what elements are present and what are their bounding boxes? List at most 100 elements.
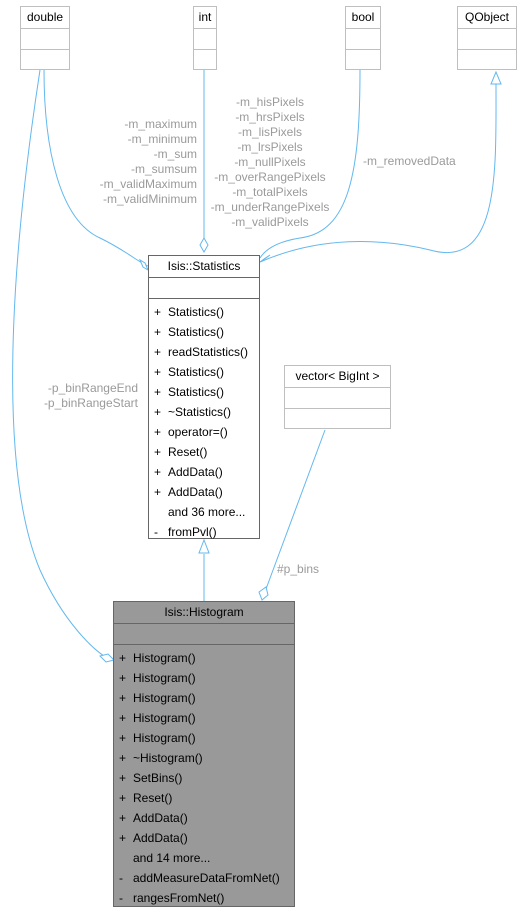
class-bool[interactable]: bool (345, 6, 381, 70)
operation-name: and 14 more... (133, 851, 211, 865)
visibility-marker: + (154, 365, 162, 379)
diamond-icon (259, 254, 271, 263)
attributes-section (346, 29, 380, 49)
operation-name: ~Histogram() (133, 751, 203, 765)
operation-item[interactable]: +SetBins() (119, 768, 294, 788)
operation-item[interactable]: and 14 more... (119, 848, 294, 868)
attributes-section (458, 29, 516, 49)
diamond-icon (258, 586, 269, 601)
divider (458, 49, 516, 50)
attributes-section (149, 278, 259, 298)
edge-label-double-statistics: -m_maximum-m_minimum-m_sum-m_sumsum-m_va… (92, 117, 197, 207)
visibility-marker: + (119, 811, 127, 825)
operation-name: Statistics() (168, 385, 225, 399)
edge-label-line: -m_hrsPixels (235, 110, 305, 124)
edge-label-line: -m_maximum (124, 117, 197, 131)
class-title: bool (351, 10, 375, 24)
operation-item[interactable]: +Histogram() (119, 688, 294, 708)
divider (458, 28, 516, 29)
operation-item[interactable]: -addMeasureDataFromNet() (119, 868, 294, 888)
diamond-icon (138, 258, 150, 272)
operation-item[interactable]: + readStatistics() (154, 342, 259, 362)
class-vector-bigint[interactable]: vector< BigInt > (284, 365, 391, 429)
visibility-marker: + (154, 405, 162, 419)
visibility-marker: + (154, 305, 162, 319)
edge-label-line: -m_nullPixels (234, 155, 306, 169)
edge-label-line: -m_validPixels (231, 215, 309, 229)
class-title: vector< BigInt > (295, 369, 380, 383)
class-title: QObject (464, 10, 509, 24)
operation-item[interactable]: +operator=() (154, 422, 259, 442)
edge-label-line: -m_hisPixels (235, 95, 304, 109)
operation-item[interactable]: +Histogram() (119, 728, 294, 748)
operation-item[interactable]: -rangesFromNet() (119, 888, 294, 908)
operation-item[interactable]: +Reset() (119, 788, 294, 808)
operation-name: and 36 more... (168, 505, 246, 519)
visibility-marker: - (119, 871, 123, 885)
visibility-marker: + (119, 771, 127, 785)
class-title: Isis::Statistics (167, 259, 241, 273)
edge-label-line: -m_removedData (363, 154, 456, 168)
operation-item[interactable]: +Statistics() (154, 302, 259, 322)
visibility-marker: + (119, 651, 127, 665)
edge-label-line: -m_validMinimum (102, 192, 197, 206)
operation-item[interactable]: -fromPvl() (154, 522, 259, 542)
operation-item[interactable]: +Statistics() (154, 322, 259, 342)
divider (149, 277, 259, 278)
operation-item[interactable]: + ~Histogram() (119, 748, 294, 768)
visibility-marker: + (154, 445, 162, 459)
edge-label-line: -p_binRangeEnd (47, 381, 138, 395)
operation-item[interactable]: +~Statistics() (154, 402, 259, 422)
operation-item[interactable]: +Statistics() (154, 362, 259, 382)
class-statistics[interactable]: Isis::Statistics +Statistics()+Statistic… (148, 255, 260, 539)
divider (194, 28, 216, 29)
operation-item[interactable]: +Statistics() (154, 382, 259, 402)
operation-item[interactable]: +Reset() (154, 442, 259, 462)
attributes-section (114, 624, 294, 644)
operation-name: Histogram() (133, 711, 196, 725)
class-double[interactable]: double (20, 6, 70, 70)
class-histogram[interactable]: Isis::Histogram +Histogram()+Histogram()… (113, 601, 295, 907)
visibility-marker: + (154, 345, 162, 359)
edge-label-line: -m_sumsum (130, 162, 197, 176)
visibility-marker: + (119, 831, 127, 845)
operation-name: rangesFromNet() (133, 891, 225, 905)
operation-item[interactable]: +Histogram() (119, 708, 294, 728)
visibility-marker: + (154, 465, 162, 479)
operation-item[interactable]: +Histogram() (119, 668, 294, 688)
edge-vector-histogram (265, 429, 326, 590)
operation-item[interactable]: +AddData() (119, 828, 294, 848)
edge-qobject-statistics (259, 83, 497, 263)
edge-label-line: -m_lisPixels (237, 125, 302, 139)
operation-item[interactable]: +AddData() (154, 482, 259, 502)
operation-name: addMeasureDataFromNet() (133, 871, 280, 885)
visibility-marker: - (119, 891, 123, 905)
operation-item[interactable]: and 36 more... (154, 502, 259, 522)
operations-list: +Histogram()+Histogram()+Histogram()+His… (114, 645, 294, 908)
class-title: Isis::Histogram (164, 605, 244, 619)
edge-label-int-statistics: -m_hisPixels-m_hrsPixels-m_lisPixels-m_l… (200, 95, 340, 230)
class-int[interactable]: int (193, 6, 217, 70)
edge-label-line: #p_bins (277, 562, 320, 576)
class-qobject[interactable]: QObject (457, 6, 517, 70)
operation-name: readStatistics() (168, 345, 249, 359)
operation-name: Histogram() (133, 651, 196, 665)
edge-bool-statistics (259, 69, 361, 259)
class-title: int (198, 10, 212, 24)
operation-name: AddData() (168, 465, 223, 479)
visibility-marker: + (119, 691, 127, 705)
edge-label-line: -m_minimum (127, 132, 197, 146)
operations-list: +Statistics()+Statistics()+readStatistic… (149, 299, 259, 542)
visibility-marker: + (119, 791, 127, 805)
attributes-section (194, 29, 216, 49)
operation-item[interactable]: + AddData() (154, 462, 259, 482)
edge-label-double-histogram: -p_binRangeEnd-p_binRangeStart (34, 381, 138, 411)
visibility-marker: + (119, 731, 127, 745)
visibility-marker: - (154, 525, 158, 539)
diamond-icon (99, 653, 115, 663)
edge-label-line: -m_underRangePixels (210, 200, 330, 214)
operation-item[interactable]: + Histogram() (119, 648, 294, 668)
operation-item[interactable]: +AddData() (119, 808, 294, 828)
visibility-marker: + (119, 751, 127, 765)
